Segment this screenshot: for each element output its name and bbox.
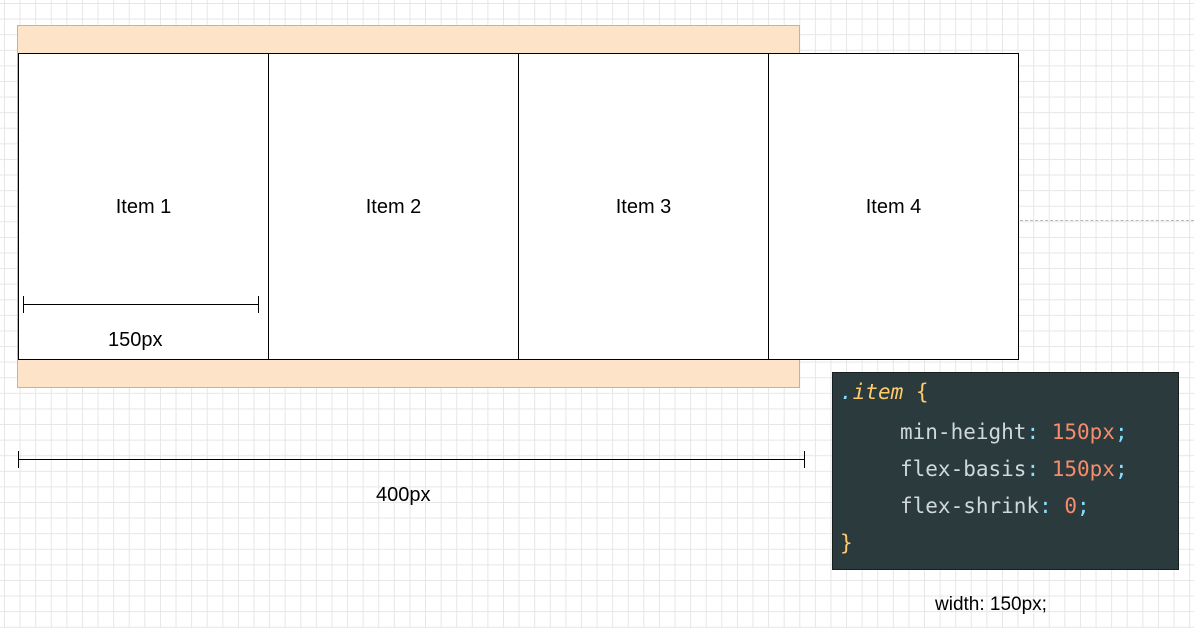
flex-item-3: Item 3 bbox=[518, 53, 769, 360]
item-label: Item 4 bbox=[865, 196, 922, 218]
container-width-dimension-line bbox=[18, 451, 805, 468]
code-declaration: flex-shrink: 0; bbox=[900, 494, 1090, 518]
code-selector-line: .item { bbox=[840, 380, 929, 404]
flex-item-2: Item 2 bbox=[268, 53, 519, 360]
code-open-brace: { bbox=[915, 380, 929, 404]
item-label: Item 2 bbox=[365, 196, 422, 218]
overflow-guide-line bbox=[1020, 220, 1194, 221]
code-declaration: flex-basis: 150px; bbox=[900, 457, 1128, 481]
code-property: flex-basis bbox=[900, 457, 1027, 481]
code-close-brace: } bbox=[840, 531, 853, 555]
code-declaration: min-height: 150px; bbox=[900, 420, 1128, 444]
item-label: Item 1 bbox=[115, 196, 172, 218]
width-caption: width: 150px; bbox=[935, 594, 1047, 615]
code-selector: item bbox=[852, 380, 904, 404]
css-code-block: .item { min-height: 150px; flex-basis: 1… bbox=[832, 372, 1179, 570]
item-label: Item 3 bbox=[615, 196, 672, 218]
flex-item-1: Item 1 bbox=[18, 53, 269, 360]
code-value: 150px bbox=[1051, 420, 1115, 444]
code-property: flex-shrink bbox=[900, 494, 1040, 518]
code-property: min-height bbox=[900, 420, 1027, 444]
item-width-label: 150px bbox=[108, 329, 163, 351]
flex-items-row: Item 1 Item 2 Item 3 Item 4 bbox=[18, 53, 1019, 360]
flex-item-4: Item 4 bbox=[768, 53, 1019, 360]
code-value: 150px bbox=[1051, 457, 1115, 481]
code-close-line: } bbox=[840, 531, 853, 555]
code-selector-dot: . bbox=[840, 380, 853, 404]
code-value: 0 bbox=[1064, 494, 1078, 518]
item-width-dimension-line bbox=[23, 296, 259, 313]
container-width-label: 400px bbox=[376, 484, 431, 506]
